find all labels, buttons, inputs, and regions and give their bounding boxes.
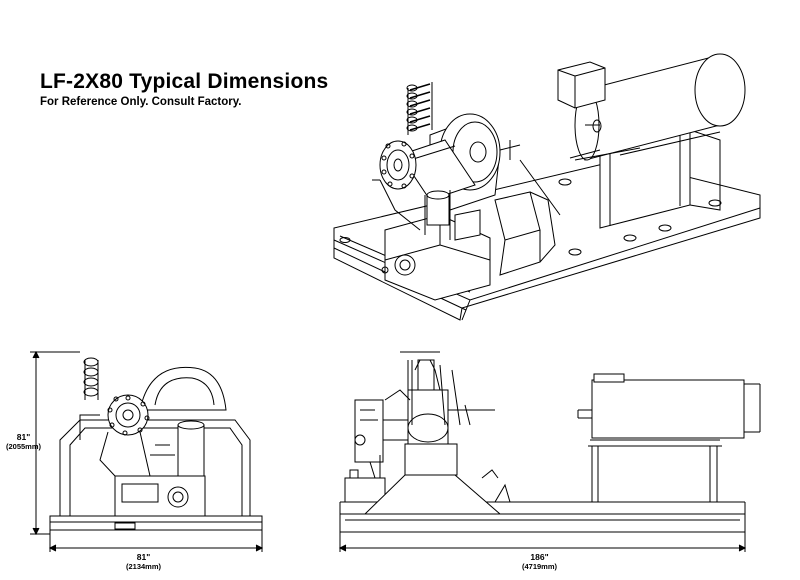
front-width-metric: (2134mm) xyxy=(126,562,162,571)
side-length-metric: (4719mm) xyxy=(522,562,558,571)
sight-glass xyxy=(167,486,189,508)
front-cylinder-flange xyxy=(107,394,149,436)
front-view xyxy=(30,350,264,552)
side-view xyxy=(338,351,761,552)
iso-cylinder-flange xyxy=(379,140,417,190)
front-height-dimension: 81" (2055mm) xyxy=(6,432,41,452)
iso-cooler-coil xyxy=(409,83,431,131)
front-flywheel xyxy=(139,366,227,411)
motor-side xyxy=(591,379,745,439)
front-height-metric: (2055mm) xyxy=(6,442,42,451)
front-width-dimension: 81" (2134mm) xyxy=(126,552,161,572)
front-width-label: 81" xyxy=(136,552,151,562)
side-length-label: 186" xyxy=(530,552,549,562)
page-subtitle: For Reference Only. Consult Factory. xyxy=(40,96,242,108)
page-title: LF-2X80 Typical Dimensions xyxy=(40,70,329,93)
isometric-view xyxy=(333,53,761,321)
side-length-dimension: 186" (4719mm) xyxy=(522,552,557,572)
front-height-label: 81" xyxy=(16,432,31,442)
